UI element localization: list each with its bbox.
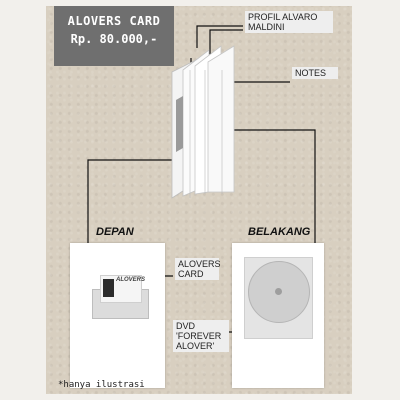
section-title-belakang: BELAKANG bbox=[248, 226, 311, 238]
card-logo-text: ALOVERS bbox=[116, 277, 146, 283]
book-illustration bbox=[171, 45, 235, 199]
frame-bottom bbox=[0, 394, 400, 400]
alovers-card-graphic: ALOVERS bbox=[100, 275, 146, 303]
label-alovers-card: ALOVERS CARD bbox=[175, 258, 221, 280]
section-title-depan: DEPAN bbox=[96, 226, 134, 238]
connector-belakang bbox=[232, 129, 316, 245]
panel-depan: ALOVERS bbox=[70, 243, 165, 388]
label-notes: NOTES bbox=[292, 67, 338, 79]
frame-right bbox=[352, 0, 400, 400]
label-dvd: DVD 'FOREVER ALOVER' bbox=[173, 320, 229, 352]
price-value: Rp. 80.000,- bbox=[70, 32, 158, 46]
frame-top bbox=[0, 0, 400, 6]
connector-profil-2 bbox=[209, 29, 243, 58]
label-profil: PROFIL ALVARO MALDINI bbox=[245, 11, 333, 33]
price-title: ALOVERS CARD bbox=[67, 14, 161, 28]
card-photo-icon bbox=[103, 279, 114, 297]
price-box: ALOVERS CARD Rp. 80.000,- bbox=[54, 6, 174, 66]
dvd-disc-icon bbox=[248, 261, 310, 323]
connector-profil bbox=[196, 25, 243, 48]
dvd-sleeve bbox=[244, 257, 313, 339]
footnote: *hanya ilustrasi bbox=[58, 380, 145, 390]
dvd-hole bbox=[275, 288, 282, 295]
frame-left bbox=[0, 0, 46, 400]
panel-belakang bbox=[232, 243, 324, 388]
